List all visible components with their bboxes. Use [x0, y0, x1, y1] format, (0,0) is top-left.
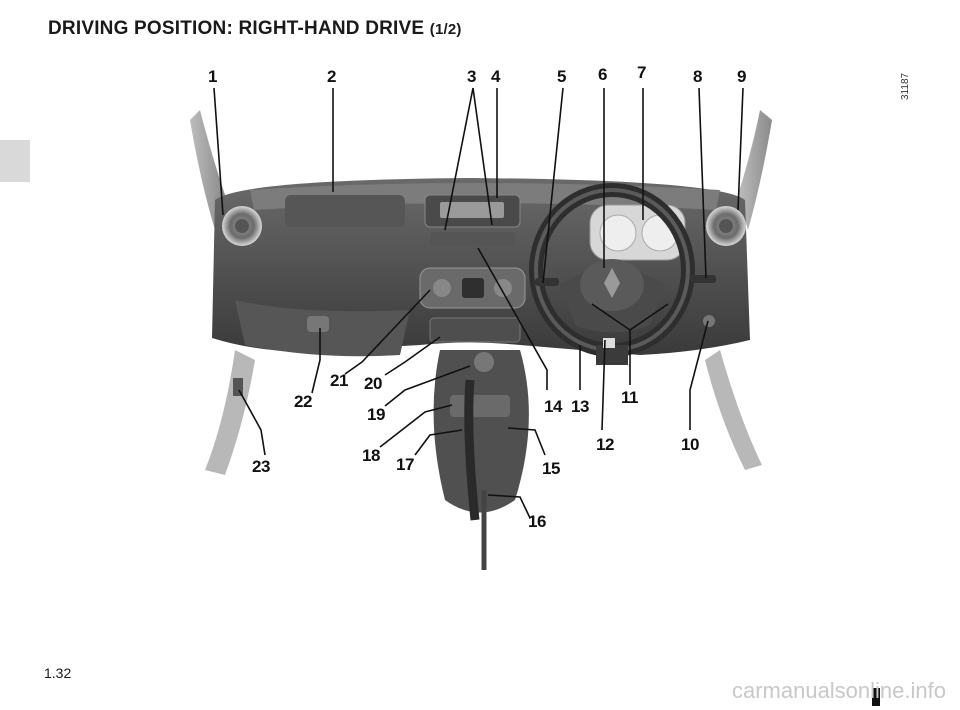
- right-pillar: [738, 110, 772, 230]
- callout-19: 19: [367, 405, 385, 424]
- callout-6: 6: [598, 65, 607, 84]
- callout-23: 23: [252, 457, 270, 476]
- callout-11: 11: [621, 388, 638, 407]
- gear-lever: [464, 379, 480, 521]
- callout-10: 10: [681, 435, 699, 454]
- callout-15: 15: [542, 459, 560, 478]
- title-part: (1/2): [429, 21, 462, 38]
- page-number: 1.32: [44, 665, 72, 681]
- section-tab: [0, 140, 30, 182]
- callout-13: 13: [571, 397, 589, 416]
- image-reference: 31187: [900, 72, 911, 100]
- left-door-frame: [205, 350, 255, 475]
- callout-16: 16: [528, 512, 546, 531]
- callout-8: 8: [693, 67, 702, 86]
- callout-5: 5: [557, 67, 566, 86]
- glovebox-handle: [307, 316, 329, 332]
- callout-22: 22: [294, 392, 312, 411]
- callout-18: 18: [362, 446, 380, 465]
- callout-1: 1: [208, 67, 217, 86]
- watermark: carmanualsonline.info: [731, 678, 946, 703]
- passenger-airbag: [285, 195, 405, 227]
- callout-7: 7: [637, 63, 646, 82]
- leader-lines: [213, 87, 744, 519]
- page-title: DRIVING POSITION: RIGHT-HAND DRIVE (1/2): [48, 18, 462, 40]
- callout-12: 12: [596, 435, 614, 454]
- right-door-frame: [705, 350, 762, 470]
- brand-logo: [604, 268, 620, 298]
- callout-17: 17: [396, 455, 414, 474]
- callout-3: 3: [467, 67, 476, 86]
- callout-20: 20: [364, 374, 382, 393]
- centre-console: [433, 350, 529, 513]
- callout-4: 4: [491, 67, 501, 86]
- page-marker: [872, 688, 880, 706]
- callout-9: 9: [737, 67, 746, 86]
- callout-numbers: 1 2 3 4 5 6 7 8 9 10 11 12 13 14 15 16 1…: [208, 63, 747, 531]
- callout-21: 21: [330, 371, 348, 390]
- callout-2: 2: [327, 67, 336, 86]
- callout-14: 14: [544, 397, 563, 416]
- title-text: DRIVING POSITION: RIGHT-HAND DRIVE: [48, 18, 425, 39]
